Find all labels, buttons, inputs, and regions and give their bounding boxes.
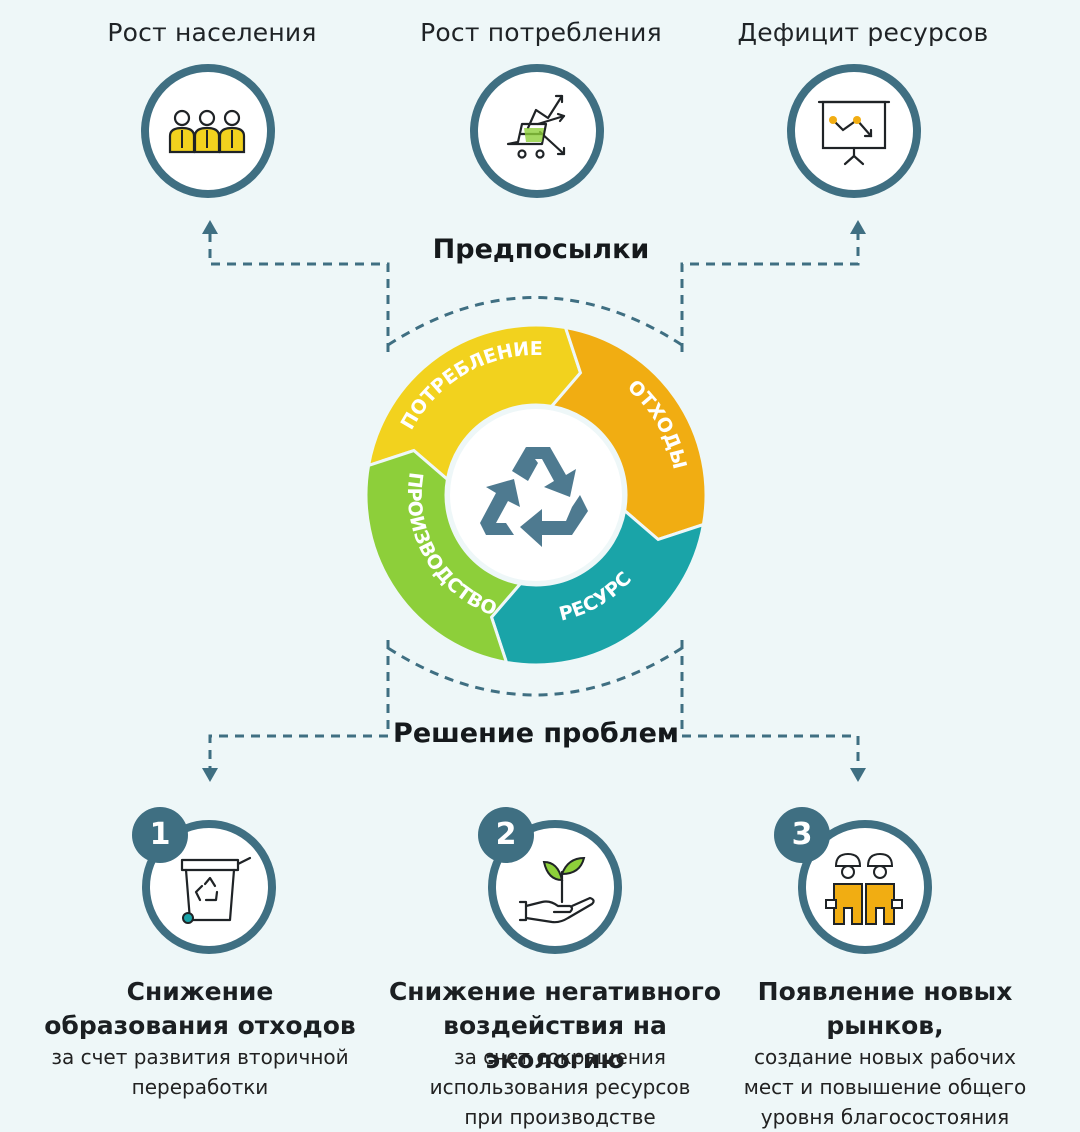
solution-3-description: создание новых рабочих мест и повышение … [705,1042,1065,1132]
connector-left-top [208,232,390,352]
recycling-bin-icon [180,856,252,924]
solution-3-title-line-1: Появление новых [757,977,1013,1006]
solution-3-desc-line-2: мест и повышение общего [743,1075,1027,1099]
workers-icon [825,852,903,925]
solution-2-desc-line-2: использования ресурсов [429,1075,691,1099]
solution-1-title-line-2: образования отходов [44,1011,356,1040]
people-group-icon [168,109,246,154]
solutions-heading: Решение проблем [393,718,679,749]
cycle-center [450,409,622,581]
solution-2-desc-line-3: при производстве [464,1105,656,1129]
premise-title-population: Рост населения [107,18,317,47]
segment-consumption [366,323,583,483]
solution-2-title-line-1: Снижение негативного [388,977,722,1006]
solution-1-description: за счет развития вторичной переработки [20,1042,380,1102]
solution-3-title-line-2: рынков, [826,1011,944,1040]
connector-right-top [680,232,860,352]
deficit-circle [787,64,921,198]
solution-1-desc-line-1: за счет развития вторичной [51,1045,349,1069]
solution-1-desc-line-2: переработки [131,1075,269,1099]
arrow-up-left [202,220,218,234]
segment-waste [548,325,708,542]
population-circle [141,64,275,198]
arrow-down-right [850,768,866,782]
solution-3-title: Появление новых рынков, [705,975,1065,1043]
solution-1-title-line-1: Снижение [126,977,274,1006]
premises-heading: Предпосылки [432,234,650,265]
consumption-circle [470,64,604,198]
connector-left-bottom [208,640,390,770]
shopping-cart-growth-icon [506,94,566,159]
solution-3-desc-line-1: создание новых рабочих [754,1045,1016,1069]
solution-1-number: 1 [132,807,188,863]
solution-3-desc-line-3: уровня благосостояния [760,1105,1010,1129]
solution-1-circle [142,820,276,954]
solution-2-description: за счет сокращения использования ресурсо… [380,1042,740,1132]
arrow-down-left [202,768,218,782]
solution-2-desc-line-1: за счет сокращения [454,1045,666,1069]
segment-resource [489,507,706,667]
recycle-icon [480,447,588,547]
connector-right-bottom [680,640,860,770]
presentation-chart-decline-icon [817,100,891,166]
solution-1-title: Снижение образования отходов [20,975,380,1043]
arrow-up-right [850,220,866,234]
hand-sprout-icon [518,856,595,924]
premise-title-deficit: Дефицит ресурсов [737,18,989,47]
solution-2-title-line-2: воздействия на экологию [443,1011,667,1074]
premise-title-consumption: Рост потребления [420,18,662,47]
solution-2-number: 2 [478,807,534,863]
solution-2-circle [488,820,622,954]
solution-2-title: Снижение негативного воздействия на экол… [375,975,735,1077]
solution-3-number: 3 [774,807,830,863]
segment-production [364,448,524,665]
